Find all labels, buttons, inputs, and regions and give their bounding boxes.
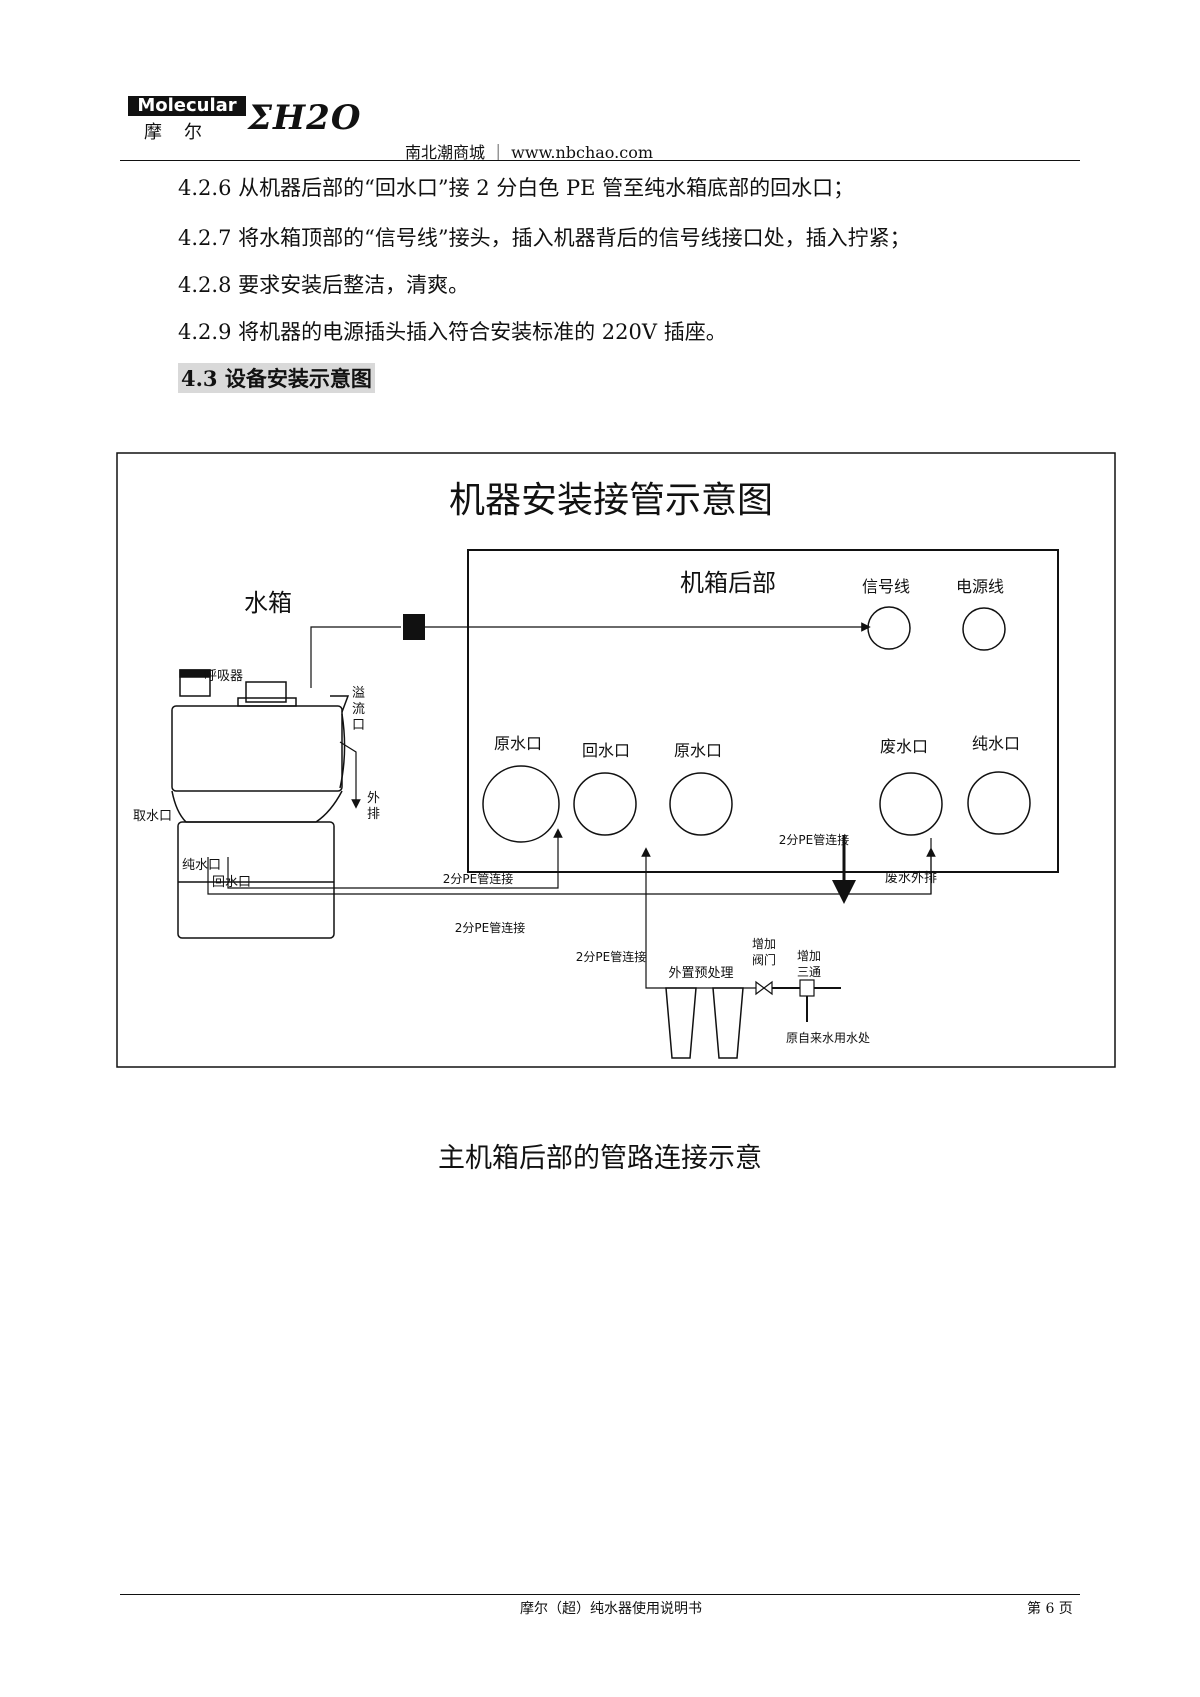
machine-back-label: 机箱后部	[680, 569, 776, 597]
logo-formula: ΣH2O	[248, 98, 362, 138]
signal-cable	[310, 626, 401, 688]
tap-source-label: 原自来水用水处	[786, 1031, 870, 1045]
raw-water-port-label-1: 原水口	[494, 734, 542, 753]
paragraph-4-2-9: 4.2.9 将机器的电源插头插入符合安装标准的 220V 插座。	[178, 320, 727, 344]
take-water-label: 取水口	[133, 809, 172, 824]
machine-back-panel	[467, 549, 1059, 873]
signal-line-label: 信号线	[862, 577, 910, 596]
installation-diagram: 机器安装接管示意图 机箱后部 信号线 电源线 原水口 回水口 原水口 废水口 纯…	[116, 452, 1116, 1068]
pe-link-label-1: 2分PE管连接	[443, 871, 513, 886]
paragraph-4-2-7: 4.2.7 将水箱顶部的“信号线”接头，插入机器背后的信号线接口处，插入拧紧；	[178, 226, 911, 250]
pe-link-label-4: 2分PE管连接	[576, 949, 646, 964]
power-port	[962, 607, 1006, 651]
valve-icon	[755, 980, 773, 996]
paragraph-4-2-8: 4.2.8 要求安装后整洁，清爽。	[178, 273, 470, 297]
pure-port-label: 纯水口	[972, 734, 1020, 753]
raw-water-port-1	[482, 765, 560, 843]
waste-port	[879, 772, 943, 836]
raw-water-port-2	[669, 772, 733, 836]
waste-out-label: 废水外排	[885, 870, 937, 886]
header-divider	[120, 160, 1080, 161]
tank-pure-port-label: 纯水口	[182, 858, 221, 873]
add-tee-label: 增加三通	[797, 949, 821, 979]
add-valve-label: 增加阀门	[752, 937, 776, 967]
company-logo: Molecular 摩尔 ΣH2O	[128, 96, 362, 146]
header-site: 南北潮商城 ｜ www.nbchao.com	[405, 143, 654, 162]
diagram-title: 机器安装接管示意图	[449, 480, 773, 521]
drain-out-label: 外排	[367, 791, 380, 822]
filter-2	[712, 987, 744, 1059]
diagram-caption: 主机箱后部的管路连接示意	[438, 1143, 762, 1174]
pure-port	[967, 771, 1031, 835]
logo-chinese: 摩尔	[144, 122, 224, 143]
pe-link-label-3: 2分PE管连接	[779, 832, 849, 847]
tee-icon	[799, 979, 815, 997]
logo-wordmark: Molecular	[128, 96, 246, 116]
return-port-label: 回水口	[582, 741, 630, 760]
waste-port-label: 废水口	[880, 737, 928, 756]
return-pipe	[227, 828, 563, 889]
footer-divider	[120, 1594, 1080, 1595]
section-heading: 4.3 设备安装示意图	[178, 363, 375, 393]
signal-connector	[403, 614, 425, 640]
pretreat-label: 外置预处理	[668, 966, 733, 981]
raw-water-port-label-2: 原水口	[674, 741, 722, 760]
tank-return-port-label: 回水口	[212, 875, 251, 890]
footer-page-number: 第 6 页	[1027, 1601, 1073, 1617]
filter-1	[665, 987, 697, 1059]
footer-title: 摩尔（超）纯水器使用说明书	[520, 1601, 702, 1617]
pe-link-label-2: 2分PE管连接	[455, 920, 525, 935]
water-tank	[171, 669, 350, 939]
return-port	[573, 772, 637, 836]
overflow-label: 溢流口	[352, 686, 365, 733]
tank-label: 水箱	[244, 589, 292, 617]
overflow-label-group: 溢流口	[352, 686, 365, 733]
paragraph-4-2-6: 4.2.6 从机器后部的“回水口”接 2 分白色 PE 管至纯水箱底部的回水口；	[178, 176, 855, 200]
overflow-drain-pipe	[339, 741, 361, 809]
breather-label: 呼吸器	[204, 669, 243, 684]
power-line-label: 电源线	[956, 577, 1004, 596]
diagram-frame	[116, 452, 1116, 1068]
